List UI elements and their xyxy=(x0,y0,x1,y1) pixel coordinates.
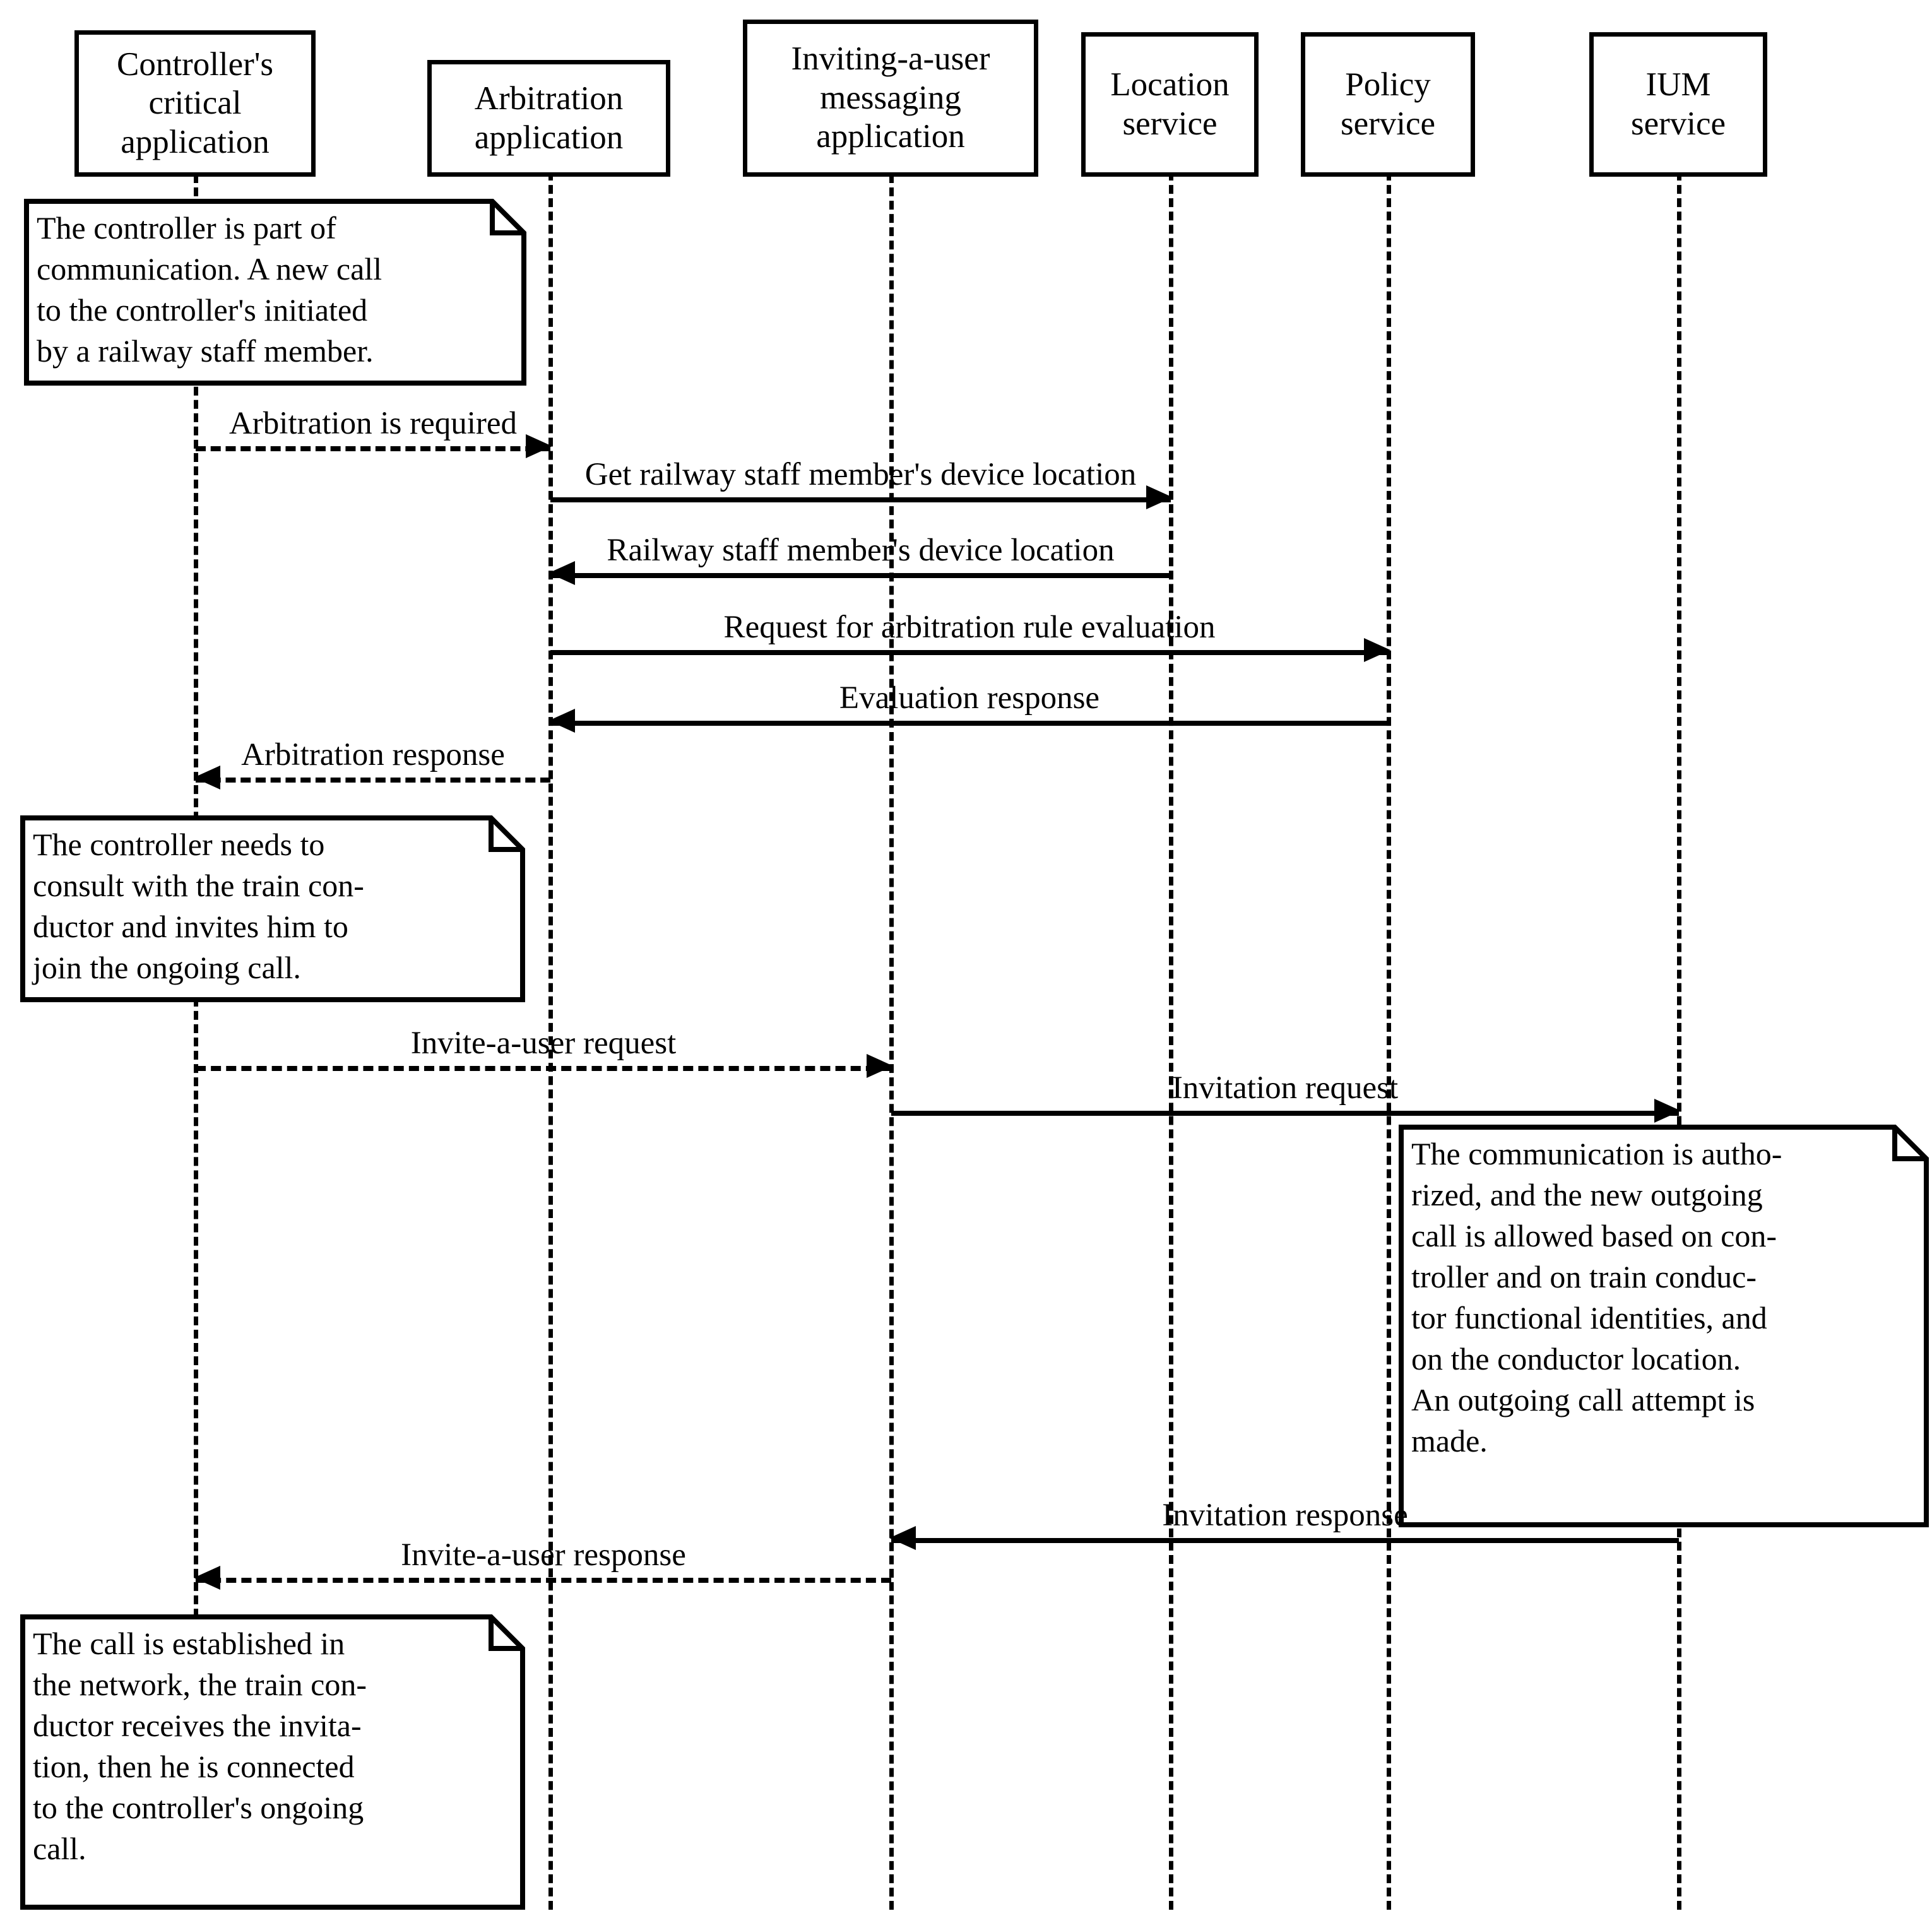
participant-controller-critical-application[interactable]: Controller's critical application xyxy=(74,30,316,177)
message-label: Invitation response xyxy=(1162,1498,1408,1533)
message-label: Invite-a-user response xyxy=(401,1537,686,1573)
arrowhead-right-icon xyxy=(1654,1099,1681,1123)
message-label: Railway staff member's device location xyxy=(607,533,1115,568)
arrowhead-left-icon xyxy=(548,561,575,585)
arrowhead-left-icon xyxy=(194,1566,220,1590)
arrowhead-left-icon xyxy=(889,1526,916,1550)
arrowhead-right-icon xyxy=(1364,638,1390,662)
arrowhead-left-icon xyxy=(548,709,575,733)
participant-label-line: service xyxy=(1122,105,1218,142)
note-text: The controller needs to consult with the… xyxy=(33,827,364,985)
lifeline-location xyxy=(1169,172,1173,1910)
participant-ium-service[interactable]: IUM service xyxy=(1589,32,1767,177)
note-controller-part-of-communication: The controller is part of communication.… xyxy=(24,199,526,386)
note-communication-authorized: The communication is autho- rized, and t… xyxy=(1399,1125,1929,1527)
note-call-established: The call is established in the network, … xyxy=(20,1614,525,1910)
arrowhead-right-icon xyxy=(526,434,552,458)
message-label: Invitation request xyxy=(1171,1070,1399,1106)
message-label: Arbitration is required xyxy=(228,406,518,441)
participant-label-line: Location xyxy=(1110,66,1230,104)
note-text: The controller is part of communication.… xyxy=(37,210,382,369)
message-line xyxy=(196,446,550,451)
participant-label-line: Controller's xyxy=(116,45,274,83)
lifeline-controller xyxy=(194,174,198,1910)
message-label: Invite-a-user request xyxy=(410,1026,677,1061)
participant-label-line: service xyxy=(1340,105,1436,142)
message-line xyxy=(550,497,1171,502)
arrowhead-left-icon xyxy=(194,766,220,790)
participant-label-line: Arbitration xyxy=(474,80,624,117)
message-line xyxy=(196,778,550,783)
participant-location-service[interactable]: Location service xyxy=(1081,32,1259,177)
lifeline-arbitration xyxy=(548,172,553,1910)
note-controller-consults-conductor: The controller needs to consult with the… xyxy=(20,815,525,1002)
participant-label-line: Inviting-a-user xyxy=(791,40,990,78)
participant-label-line: application xyxy=(474,119,624,156)
participant-label-line: critical xyxy=(148,85,242,122)
message-label: Get railway staff member's device locati… xyxy=(584,457,1137,492)
participant-label-line: messaging xyxy=(820,79,961,116)
participant-label-line: service xyxy=(1630,105,1726,142)
message-label: Request for arbitration rule evaluation xyxy=(723,610,1216,645)
arrowhead-right-icon xyxy=(867,1054,893,1078)
message-label: Evaluation response xyxy=(839,680,1100,716)
participant-policy-service[interactable]: Policy service xyxy=(1301,32,1475,177)
lifeline-ium-service xyxy=(1677,172,1681,1910)
participant-inviting-a-user-messaging-application[interactable]: Inviting-a-user messaging application xyxy=(743,20,1038,177)
participant-label-line: application xyxy=(121,123,270,160)
lifeline-ium-app xyxy=(889,174,894,1910)
participant-label-line: IUM xyxy=(1645,66,1711,104)
message-line xyxy=(196,1066,891,1071)
note-text: The call is established in the network, … xyxy=(33,1626,367,1866)
note-text: The communication is autho- rized, and t… xyxy=(1411,1136,1782,1458)
message-line xyxy=(550,721,1389,726)
message-line xyxy=(550,650,1389,655)
message-line xyxy=(891,1111,1679,1116)
participant-label-line: application xyxy=(816,118,965,155)
message-label: Arbitration response xyxy=(241,737,505,772)
participant-label-line: Policy xyxy=(1345,66,1431,104)
participant-arbitration-application[interactable]: Arbitration application xyxy=(427,60,670,177)
message-line xyxy=(196,1578,891,1583)
message-line xyxy=(550,573,1171,578)
message-line xyxy=(891,1538,1679,1543)
arrowhead-right-icon xyxy=(1146,485,1173,509)
lifeline-policy xyxy=(1387,172,1391,1910)
